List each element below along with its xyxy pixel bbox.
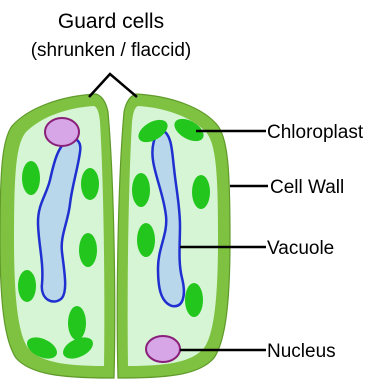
chloroplast [137,223,155,257]
chloroplast [185,283,203,317]
chloroplast [22,161,40,195]
diagram-title: Guard cells [58,10,164,33]
chloroplast [132,173,150,207]
left-guard-cell [0,94,115,378]
chloroplast [81,168,99,200]
diagram-subtitle: (shrunken / flaccid) [31,40,192,61]
cell-wall-label: Cell Wall [270,177,344,198]
vacuole-label: Vacuole [267,238,334,259]
left-nucleus [45,118,79,146]
chloroplast [68,306,86,340]
chloroplast [192,175,210,209]
chloroplast [79,233,97,267]
chloroplast-label: Chloroplast [267,122,364,143]
chloroplast [18,270,36,302]
right-guard-cell [117,94,230,378]
nucleus-label: Nucleus [267,341,336,362]
right-nucleus [146,336,180,362]
